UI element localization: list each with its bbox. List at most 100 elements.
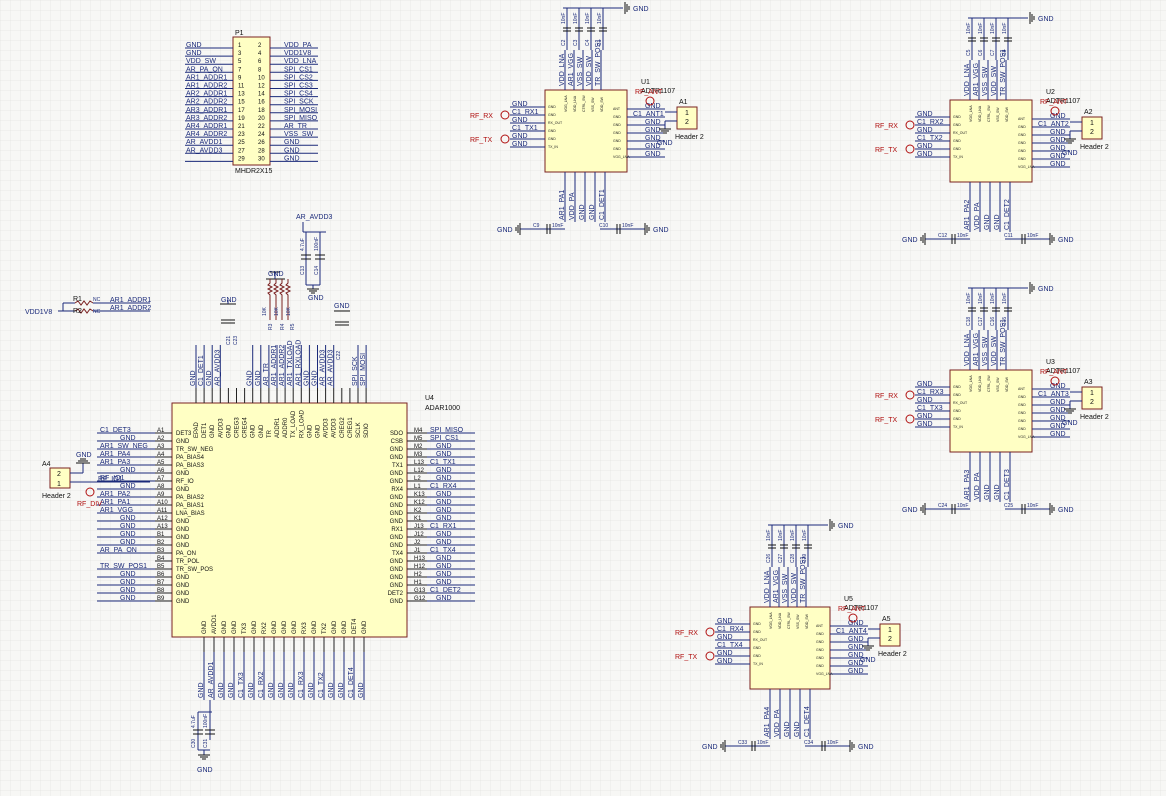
frontend-cap-value: 10nF (978, 23, 984, 34)
frontend-pin-label: GND (1018, 125, 1026, 129)
frontend-top-net: TR_SW_POS1 (595, 39, 602, 86)
frontend-cap-designator: C17 (978, 317, 984, 326)
frontend-pin-label: GND (1018, 133, 1026, 137)
frontend-bottom-net: C1_DET3 (1004, 469, 1011, 500)
p1-pin-num-left: 7 (238, 67, 242, 73)
frontend-cap-designator: C28 (790, 554, 796, 563)
u4-bottom-pin-name: GND (232, 620, 238, 634)
u4-top-pin-name: TR (267, 429, 273, 438)
p1-net-left: AR3_ADDR2 (186, 115, 227, 122)
rf-rx-port[interactable] (905, 390, 915, 400)
u4-left-pin-num: A7 (157, 476, 165, 482)
frontend-pin-label: VDD_LNA (573, 95, 577, 112)
u4-right-pin-num: L12 (414, 468, 425, 474)
frontend-pin-label: VDD_SW (600, 96, 604, 112)
u4-top-pin-name: CREG3 (235, 417, 241, 438)
frontend-right-net: GND (848, 620, 864, 627)
antenna-header-designator: A5 (882, 616, 891, 623)
rf-tx-port[interactable] (905, 144, 915, 154)
u4-left-pin-name: PA_BIAS4 (176, 455, 205, 461)
rf-rx-port[interactable] (705, 627, 715, 637)
frontend-cap-designator: C16 (990, 317, 996, 326)
rf-div-port[interactable] (85, 487, 95, 497)
u4-top-net: GND (312, 370, 319, 386)
frontend-pin-label: RX_OUT (753, 638, 768, 642)
p1-net-left: AR2_ADDR2 (186, 99, 227, 106)
frontend-pin-label: GND (613, 123, 621, 127)
u4-right-pin-name: GND (390, 567, 404, 573)
u4-top-pin-name: TX_LOAD (291, 410, 297, 438)
frontend-pin-label: RX_OUT (953, 401, 968, 405)
frontend-bottom-gnd-label: GND (902, 237, 918, 244)
frontend-bottom-gnd-right (1049, 503, 1055, 515)
u4-left-net: GND (120, 531, 136, 538)
u4-bottom-net: GND (358, 682, 365, 698)
u4-bottom-pin-name: DET4 (352, 618, 358, 634)
rf-tx-port[interactable] (705, 651, 715, 661)
rf-tx-port[interactable] (500, 134, 510, 144)
u4-right-pin-num: M4 (414, 428, 423, 434)
frontend-body (544, 89, 628, 173)
p1-net-left: AR_AVDD1 (186, 139, 223, 146)
rf-ant-port[interactable] (1050, 376, 1060, 386)
frontend-top-net: VDD_LNA (559, 53, 566, 86)
rf-ant-port[interactable] (645, 96, 655, 106)
rf-rx-port[interactable] (905, 120, 915, 130)
frontend-bottom-gnd-right (644, 223, 650, 235)
u4-right-pin-name: GND (390, 479, 404, 485)
u4-right-net: GND (436, 451, 452, 458)
frontend-left-net: C1_TX2 (917, 135, 943, 142)
frontend-pin-label: TX_IN (548, 145, 558, 149)
u4-right-pin-name: GND (390, 543, 404, 549)
u4-top-net: GND (255, 370, 262, 386)
rf-rx-port[interactable] (500, 110, 510, 120)
p1-pin-num-left: 17 (238, 108, 245, 114)
rf-ant-label: RF_ANT (1040, 99, 1068, 106)
u4-left-pin-num: A9 (157, 492, 165, 498)
rf-ant-port[interactable] (848, 613, 858, 623)
rf-tx-label: RF_TX (675, 654, 698, 661)
frontend-cap-designator: C5 (966, 49, 972, 56)
frontend-right-net: GND (645, 135, 661, 142)
rf-ant-port[interactable] (1050, 106, 1060, 116)
frontend-left-net: GND (717, 650, 733, 657)
p1-body (232, 36, 271, 166)
rf-rx-label: RF_RX (470, 113, 493, 120)
frontend-bottom-net: GND (794, 721, 801, 737)
frontend-pin-label: GND (613, 147, 621, 151)
frontend-top-net: TR_SW_POS1 (1000, 319, 1007, 366)
frontend-bottom-cap-designator: C25 (1004, 503, 1013, 509)
u4-left-net: C1_DET3 (100, 427, 131, 434)
u4-left-pin-name: PA_BIAS2 (176, 495, 205, 501)
rf-tx-port[interactable] (905, 414, 915, 424)
u4-bottom-net: GND (288, 682, 295, 698)
u4-right-pin-num: G12 (414, 596, 426, 602)
antenna-header-designator: A2 (1084, 109, 1093, 116)
frontend-top-net: VDD_SW (586, 56, 593, 86)
u4-bottom-pin-name: GND (332, 620, 338, 634)
frontend-pin-label: VGG_LNA (816, 672, 833, 676)
frontend-cap-value: 10nF (597, 13, 603, 24)
u4-right-net: GND (436, 475, 452, 482)
frontend-top-net: AR1_VGG (568, 53, 575, 86)
u4-top-pin-name: AVDD3 (332, 418, 338, 438)
frontend-left-net: GND (917, 151, 933, 158)
frontend-top-net: VSS_SW (782, 573, 789, 603)
p1-pin-num-right: 14 (258, 92, 265, 98)
frontend-pin-label: GND (753, 646, 761, 650)
antenna-header-footprint: Header 2 (1080, 144, 1109, 151)
c21-label: C21 (226, 336, 232, 345)
frontend-top-net: AR1_VGG (773, 570, 780, 603)
u4-right-pin-num: L2 (414, 476, 421, 482)
u4-right-net: SPI_MISO (430, 427, 464, 434)
frontend-left-net: GND (917, 111, 933, 118)
u4-right-pin-num: K1 (414, 516, 422, 522)
frontend-left-net: GND (512, 117, 528, 124)
